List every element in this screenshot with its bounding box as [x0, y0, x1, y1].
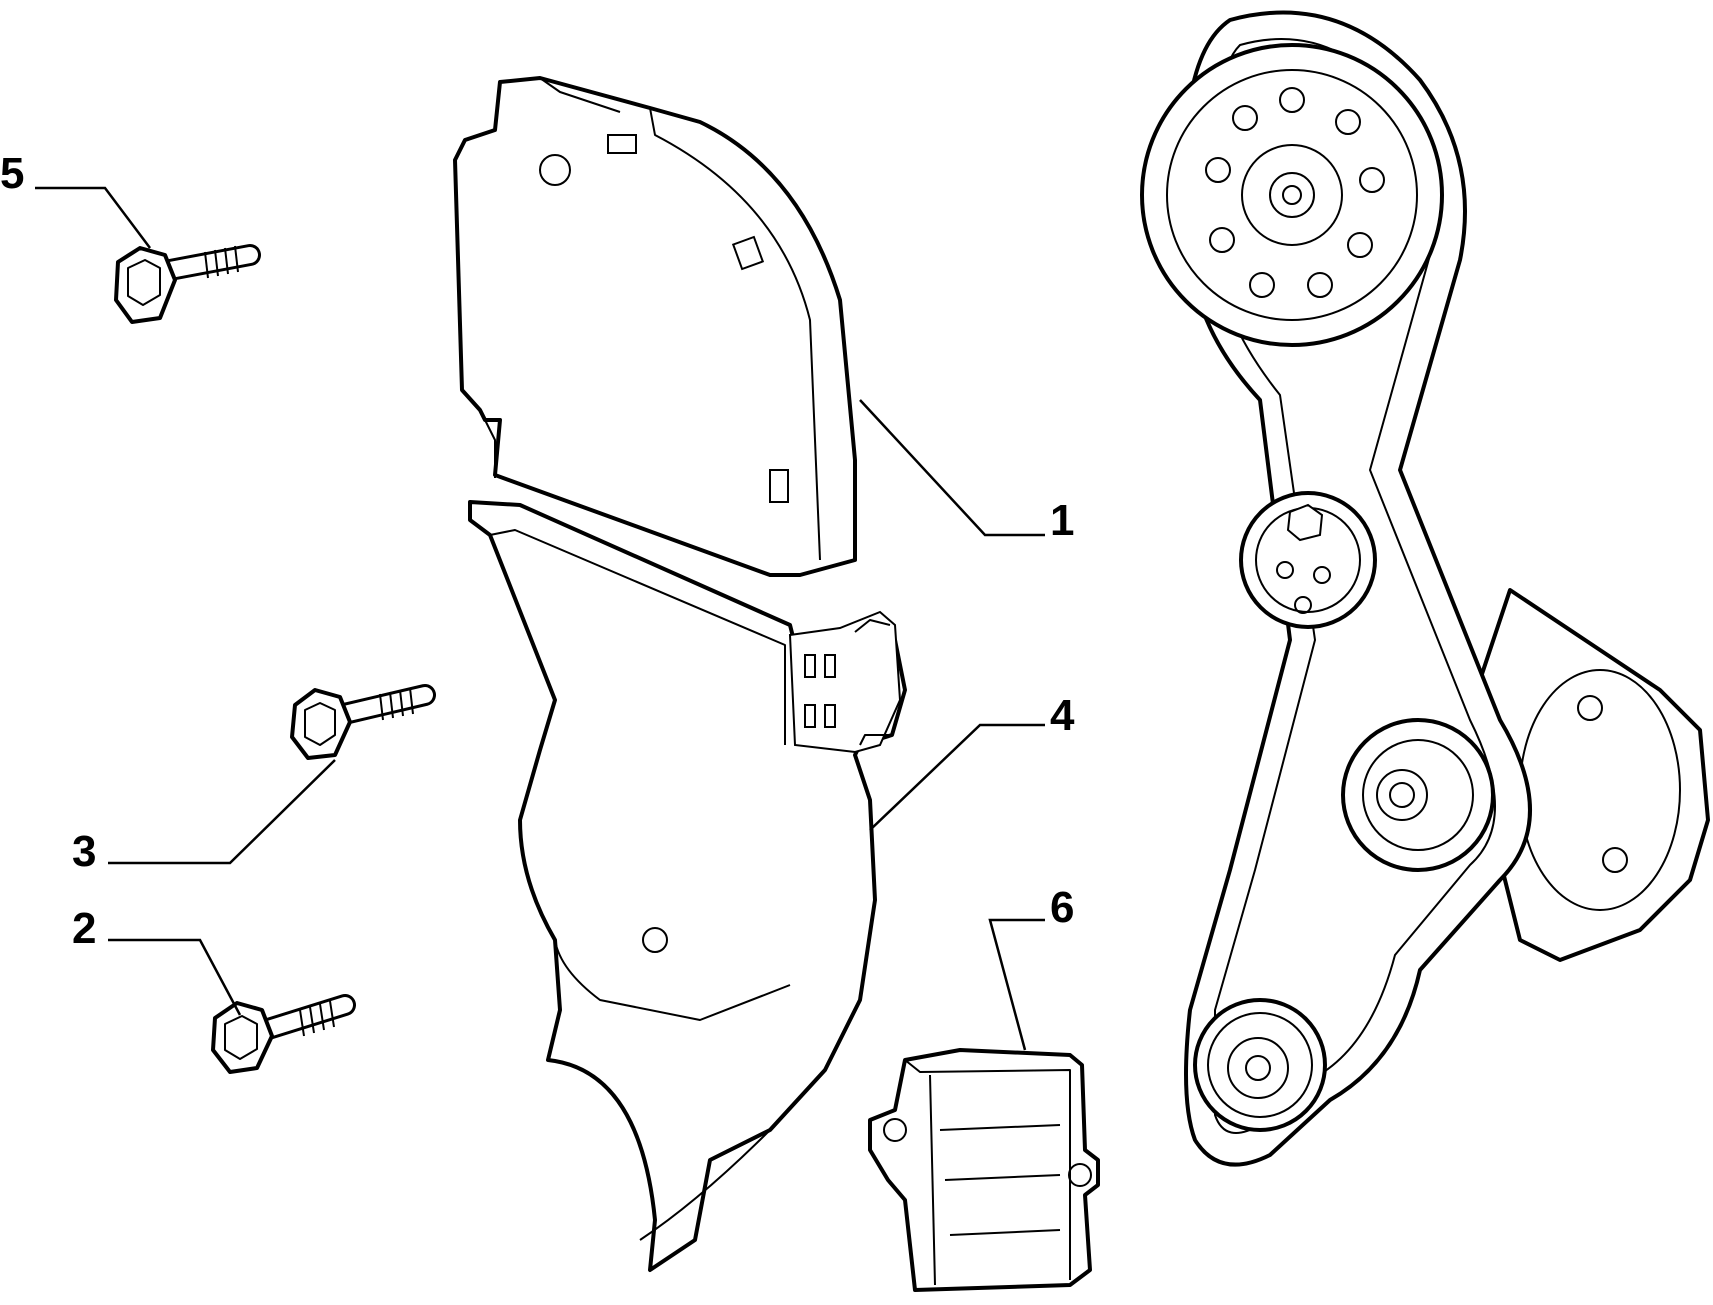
- callout-6: 6: [1050, 883, 1074, 932]
- callout-5: 5: [0, 149, 24, 198]
- bolt-2: [211, 994, 356, 1074]
- small-cover-6: [868, 1048, 1100, 1292]
- bolt-3: [290, 684, 436, 760]
- cover-mount-bracket: [788, 610, 902, 754]
- idler-pulley: [1341, 718, 1495, 872]
- bolt-5: [114, 244, 261, 324]
- callout-1: 1: [1050, 496, 1074, 545]
- callout-2: 2: [72, 904, 96, 953]
- camshaft-pulley: [1140, 43, 1444, 347]
- callout-3: 3: [72, 827, 96, 876]
- lower-timing-cover: [468, 500, 907, 1272]
- upper-timing-cover: [453, 76, 857, 577]
- timing-belt-assembly: [1140, 10, 1710, 1167]
- leader-lines: [35, 186, 1045, 1051]
- tensioner-pulley: [1239, 491, 1377, 629]
- callout-4: 4: [1050, 691, 1075, 740]
- crankshaft-pulley: [1193, 998, 1327, 1132]
